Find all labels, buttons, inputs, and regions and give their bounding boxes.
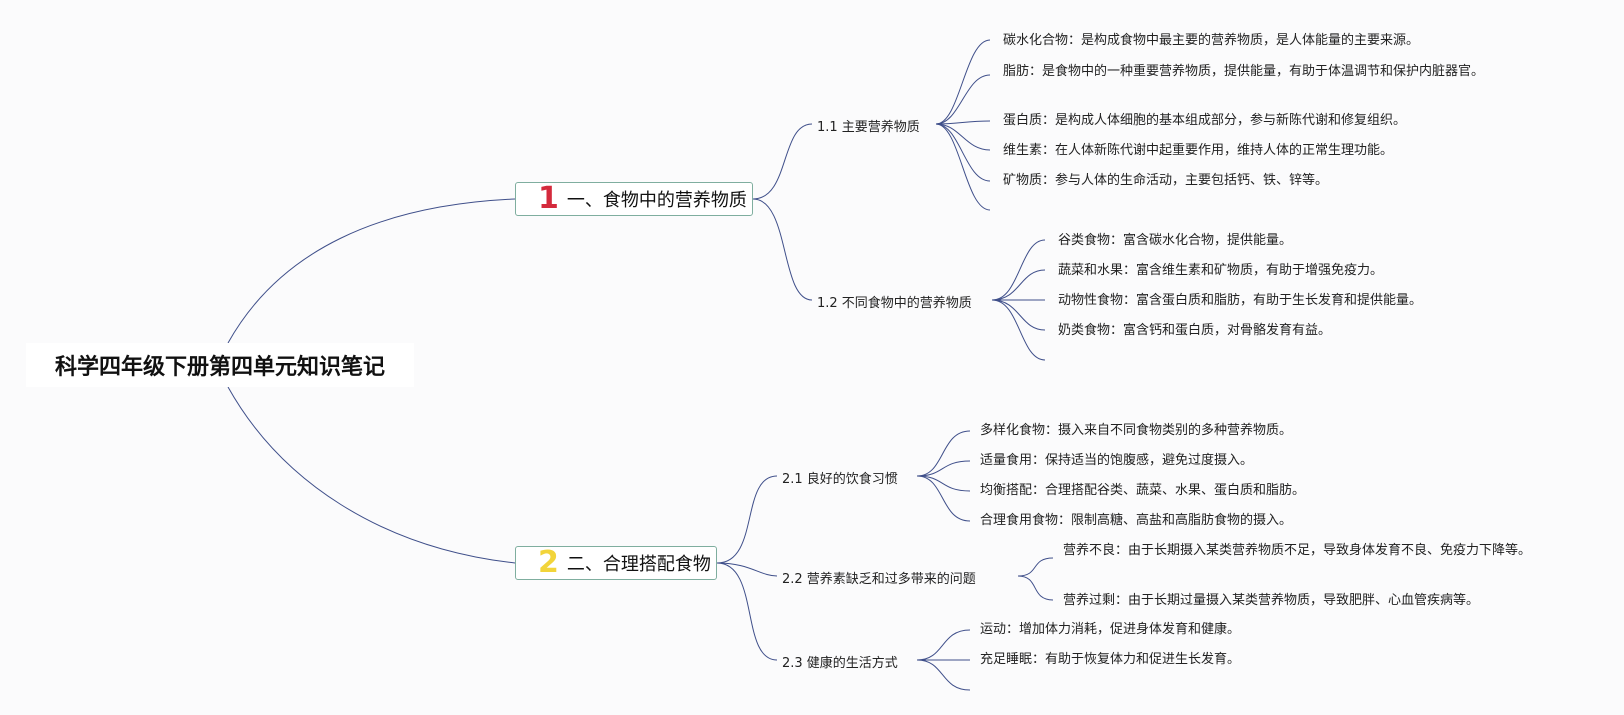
connector-b2-sub1 bbox=[716, 475, 778, 564]
root-title: 科学四年级下册第四单元知识笔记 bbox=[54, 355, 385, 380]
connector-b1-sub1 bbox=[752, 123, 813, 200]
connector-s21-leaf3 bbox=[916, 475, 971, 492]
leaf-fat[interactable]: 脂肪：是食物中的一种重要营养物质，提供能量，有助于体温调节和保护内脏器官。 bbox=[1003, 64, 1485, 79]
branch-title: 二、合理搭配食物 bbox=[566, 554, 711, 575]
number-2-icon: 2 bbox=[538, 545, 559, 580]
connector-s23-tail bbox=[916, 659, 971, 691]
leaf-dairy-food[interactable]: 奶类食物：富含钙和蛋白质，对骨骼发育有益。 bbox=[1058, 323, 1332, 338]
number-1-icon: 1 bbox=[538, 181, 559, 216]
connector-s11-leaf3 bbox=[935, 120, 991, 125]
connector-s21-leaf4 bbox=[916, 475, 971, 522]
subtopic-2-1[interactable]: 2.1 良好的饮食习惯 bbox=[782, 472, 898, 487]
connector-s21-leaf2 bbox=[916, 460, 971, 477]
connector-b1-sub2 bbox=[752, 198, 813, 301]
connector-s22-leaf1 bbox=[1017, 557, 1054, 577]
leaf-grain-food[interactable]: 谷类食物：富含碳水化合物，提供能量。 bbox=[1058, 233, 1293, 248]
leaf-exercise[interactable]: 运动：增加体力消耗，促进身体发育和健康。 bbox=[980, 622, 1241, 637]
connector-s11-leaf5 bbox=[935, 123, 991, 182]
leaf-vegetables-fruits[interactable]: 蔬菜和水果：富含维生素和矿物质，有助于增强免疫力。 bbox=[1058, 263, 1384, 278]
connector-root-branch-1 bbox=[227, 198, 516, 344]
branch-title: 一、食物中的营养物质 bbox=[566, 190, 747, 211]
root-topic[interactable]: 科学四年级下册第四单元知识笔记 bbox=[26, 343, 414, 387]
leaf-overnutrition[interactable]: 营养过剩：由于长期过量摄入某类营养物质，导致肥胖、心血管疾病等。 bbox=[1063, 593, 1480, 608]
leaf-balanced-mix[interactable]: 均衡搭配：合理搭配谷类、蔬菜、水果、蛋白质和脂肪。 bbox=[980, 483, 1306, 498]
subtopic-1-1[interactable]: 1.1 主要营养物质 bbox=[817, 120, 920, 135]
connector-s21-leaf1 bbox=[916, 430, 971, 477]
connector-root-branch-2 bbox=[227, 386, 516, 564]
connector-s11-leaf2 bbox=[935, 74, 991, 125]
connector-s12-leaf2 bbox=[991, 269, 1046, 301]
subtopic-1-2[interactable]: 1.2 不同食物中的营养物质 bbox=[817, 296, 972, 311]
connector-s23-leaf1 bbox=[916, 629, 971, 661]
leaf-diverse-food[interactable]: 多样化食物：摄入来自不同食物类别的多种营养物质。 bbox=[980, 423, 1293, 438]
leaf-mineral[interactable]: 矿物质：参与人体的生命活动，主要包括钙、铁、锌等。 bbox=[1003, 173, 1329, 188]
leaf-vitamin[interactable]: 维生素：在人体新陈代谢中起重要作用，维持人体的正常生理功能。 bbox=[1003, 143, 1394, 158]
connector-b2-sub2 bbox=[716, 562, 778, 577]
leaf-moderate-eating[interactable]: 适量食用：保持适当的饱腹感，避免过度摄入。 bbox=[980, 453, 1254, 468]
subtopic-2-2[interactable]: 2.2 营养素缺乏和过多带来的问题 bbox=[782, 572, 976, 587]
leaf-animal-food[interactable]: 动物性食物：富含蛋白质和脂肪，有助于生长发育和提供能量。 bbox=[1058, 293, 1423, 308]
connector-s11-leaf4 bbox=[935, 123, 991, 151]
branch-topic-2[interactable]: 2 二、合理搭配食物 bbox=[515, 546, 717, 580]
connector-s12-leaf1 bbox=[991, 239, 1046, 301]
connector-s11-leaf1 bbox=[935, 39, 991, 125]
leaf-malnutrition[interactable]: 营养不良：由于长期摄入某类营养物质不足，导致身体发育不良、免疫力下降等。 bbox=[1063, 543, 1532, 558]
branch-topic-1[interactable]: 1 一、食物中的营养物质 bbox=[515, 182, 753, 216]
connector-s22-leaf2 bbox=[1017, 575, 1054, 601]
connector-s12-leaf4 bbox=[991, 299, 1046, 331]
leaf-protein[interactable]: 蛋白质：是构成人体细胞的基本组成部分，参与新陈代谢和修复组织。 bbox=[1003, 113, 1407, 128]
leaf-sleep[interactable]: 充足睡眠：有助于恢复体力和促进生长发育。 bbox=[980, 652, 1241, 667]
leaf-reasonable-eating[interactable]: 合理食用食物：限制高糖、高盐和高脂肪食物的摄入。 bbox=[980, 513, 1293, 528]
connector-b2-sub3 bbox=[716, 562, 778, 661]
leaf-carbohydrate[interactable]: 碳水化合物：是构成食物中最主要的营养物质，是人体能量的主要来源。 bbox=[1003, 33, 1420, 48]
connector-s12-tail bbox=[991, 299, 1046, 361]
subtopic-2-3[interactable]: 2.3 健康的生活方式 bbox=[782, 656, 898, 671]
connector-s11-tail bbox=[935, 123, 991, 211]
